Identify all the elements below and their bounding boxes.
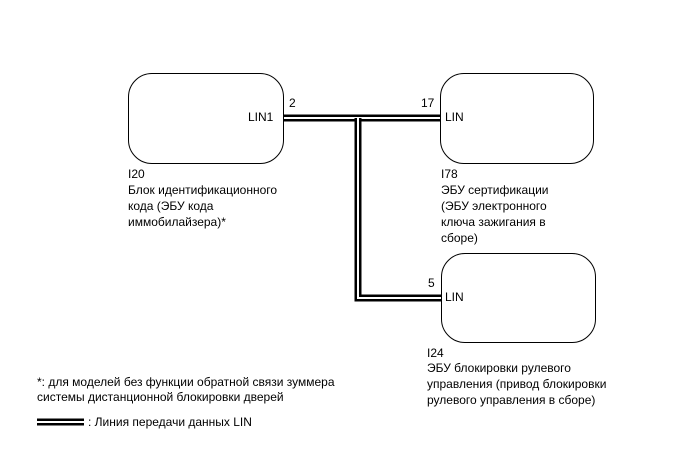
ecu-i78-box (440, 73, 594, 164)
footnote-line-1: *: для моделей без функции обратной связ… (37, 375, 335, 389)
i20-pin-number: 2 (289, 96, 296, 110)
i78-description-line-1: ЭБУ сертификации (441, 183, 549, 197)
i78-description-line-2: (ЭБУ электронного (441, 199, 547, 213)
legend-label: : Линия передачи данных LIN (88, 415, 252, 429)
i24-description-line-3: рулевого управления в сборе) (427, 393, 596, 407)
i20-description-line-3: иммобилайзера)* (128, 215, 226, 229)
lin-line-branch-i24 (354, 118, 441, 302)
i20-description-line-1: Блок идентификационного (128, 183, 278, 197)
i20-component-id: I20 (128, 167, 145, 181)
i78-pin-number: 17 (421, 96, 435, 110)
i24-description-line-1: ЭБУ блокировки рулевого (427, 361, 571, 375)
i20-description-line-2: кода (ЭБУ кода (128, 199, 214, 213)
i78-description-line-3: ключа зажигания в (441, 215, 546, 229)
ecu-i20-box (128, 73, 284, 164)
ecu-i24-box (441, 253, 596, 343)
i78-component-id: I78 (441, 167, 458, 181)
i24-pin-number: 5 (428, 276, 435, 290)
i24-description-line-2: управления (привод блокировки (427, 377, 607, 391)
i78-pin-label: LIN (445, 110, 464, 124)
i20-pin-label: LIN1 (248, 110, 274, 124)
i78-description-line-4: сборе) (441, 231, 478, 245)
i24-pin-label: LIN (445, 290, 464, 304)
footnote-line-2: системы дистанционной блокировки дверей (37, 390, 284, 404)
i24-component-id: I24 (427, 346, 444, 360)
